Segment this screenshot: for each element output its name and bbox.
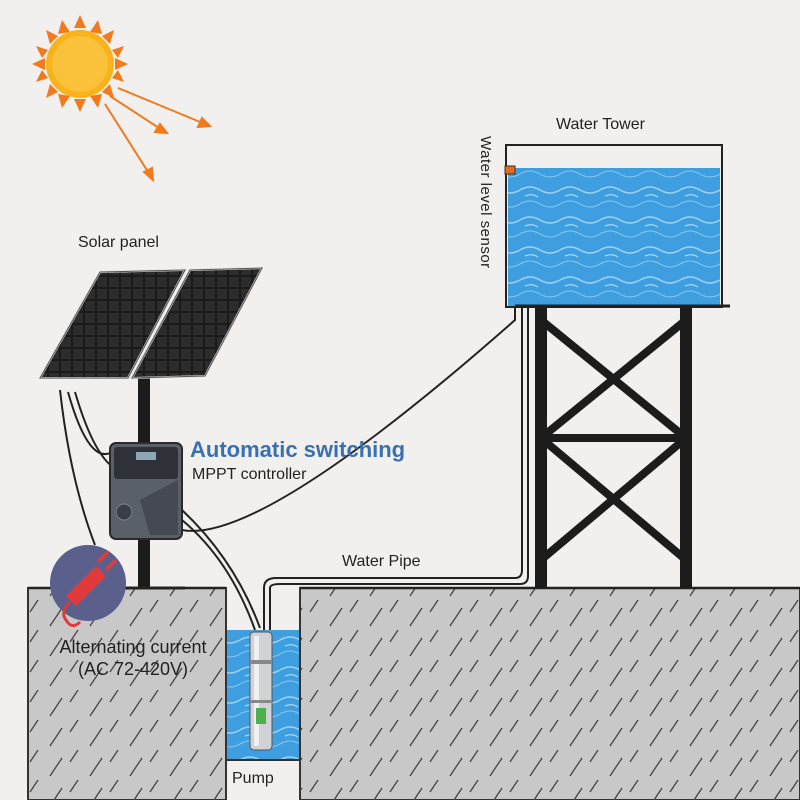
- controller-wires: [181, 165, 516, 631]
- water-pipe: [263, 308, 529, 630]
- water-level-sensor-icon: [504, 165, 516, 175]
- ground: [27, 586, 800, 800]
- ac-label: Alternating current (AC 72-420V): [38, 636, 228, 680]
- solar-panel-array: [38, 266, 264, 380]
- power-plug-icon: [50, 545, 126, 627]
- ac-label-line1: Alternating current: [59, 637, 207, 657]
- ac-label-line2: (AC 72-420V): [77, 659, 189, 679]
- solar-panel-label: Solar panel: [78, 234, 159, 251]
- sun-icon: [32, 15, 128, 112]
- water-pipe-label: Water Pipe: [342, 553, 421, 570]
- pump-label: Pump: [232, 770, 274, 787]
- water-tower: [504, 144, 730, 588]
- water-tower-label: Water Tower: [556, 116, 645, 133]
- pump-body: [249, 631, 273, 751]
- sun-rays: [104, 87, 213, 183]
- controller-title: Automatic switching: [190, 437, 406, 462]
- water-level-sensor-label: Water level sensor: [477, 136, 494, 269]
- mppt-controller: [109, 442, 183, 540]
- controller-subtitle: MPPT controller: [192, 466, 307, 483]
